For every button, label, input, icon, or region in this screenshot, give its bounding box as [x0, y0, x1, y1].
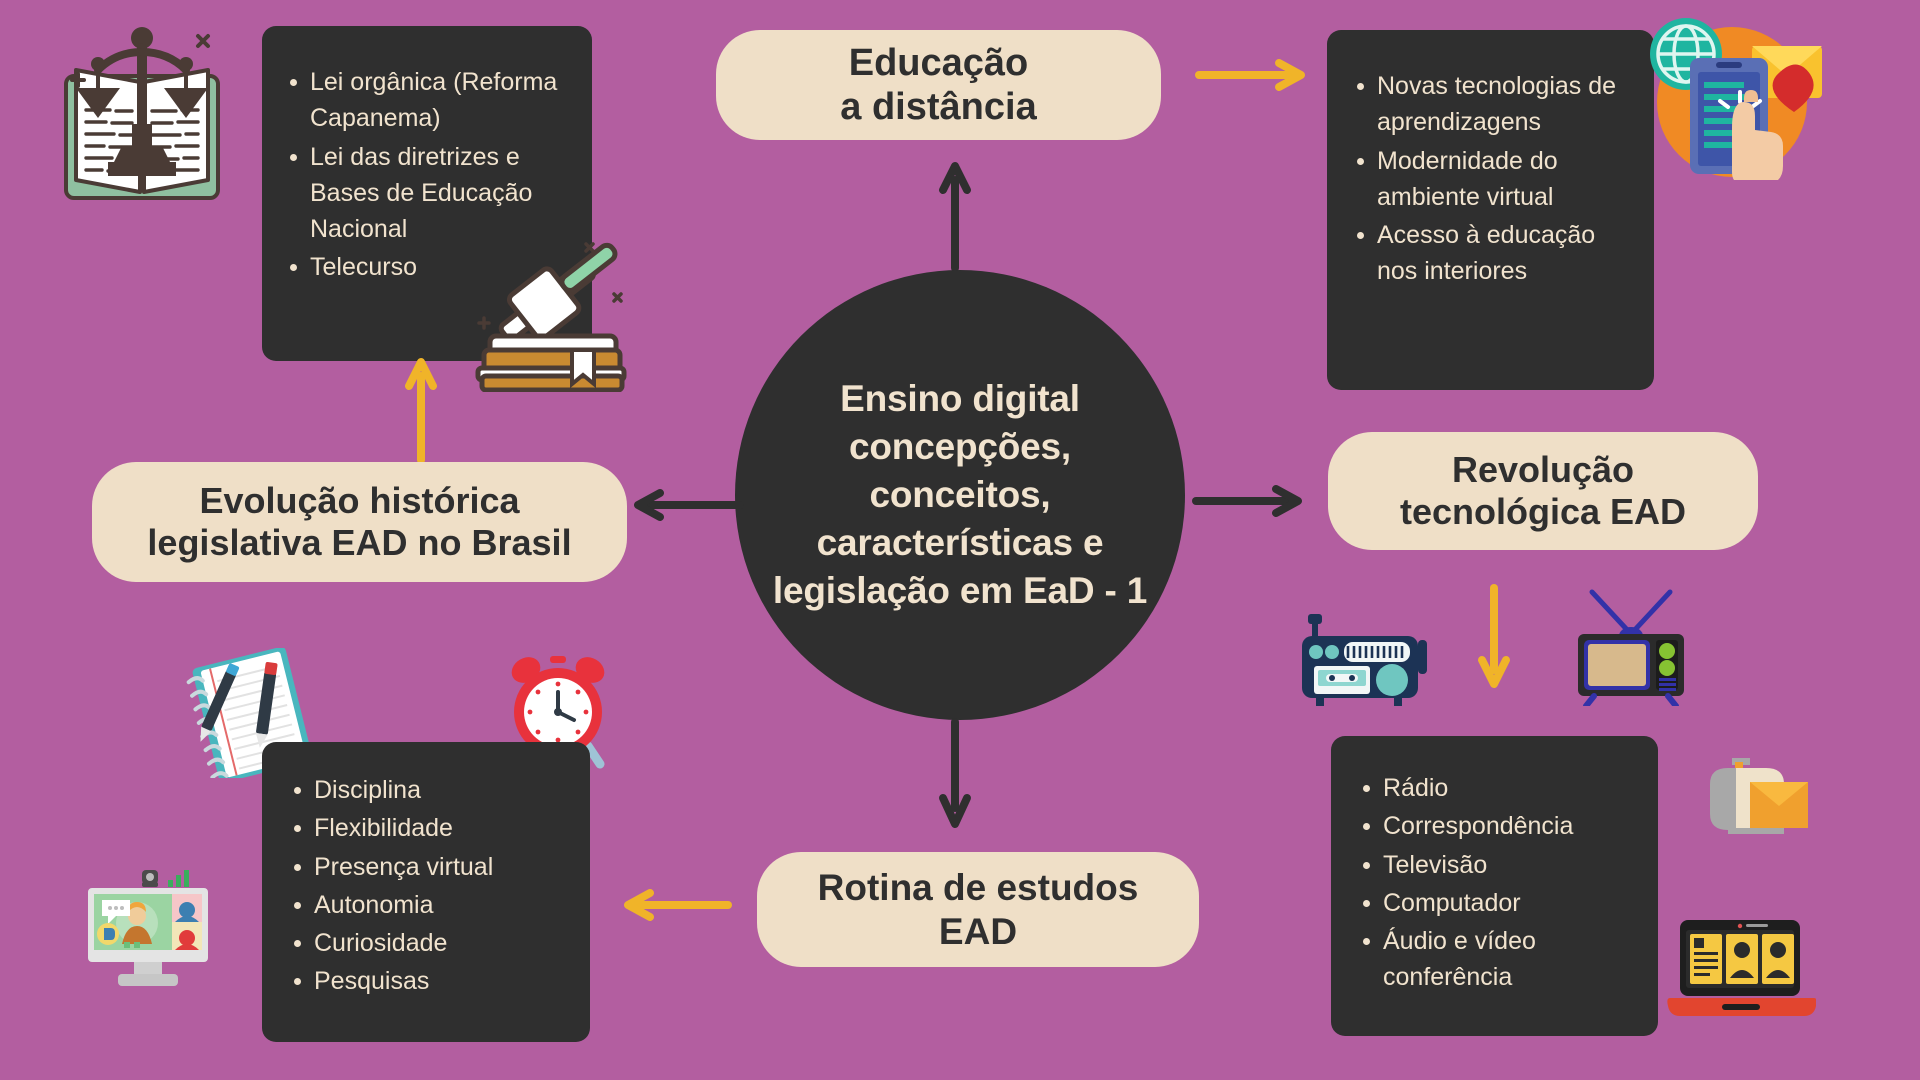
card-new-technologies-list: Novas tecnologias de aprendizagens Moder…	[1327, 30, 1654, 390]
card-legislation-list: Lei orgânica (Reforma Capanema) Lei das …	[262, 26, 592, 361]
arrow-center-to-bottom	[939, 718, 971, 830]
arrow-center-to-left	[632, 489, 744, 521]
pill-educacao-a-distancia[interactable]: Educação a distância	[716, 30, 1161, 140]
central-topic-circle: Ensino digital concepções, conceitos, ca…	[735, 270, 1185, 720]
list-item: Modernidade do ambiente virtual	[1353, 143, 1634, 216]
new-technologies-list: Novas tecnologias de aprendizagens Moder…	[1353, 68, 1634, 290]
arrow-right-pill-to-bottom-right-card	[1478, 584, 1510, 690]
list-item: Pesquisas	[290, 963, 570, 999]
list-item: Lei das diretrizes e Bases de Educação N…	[286, 139, 570, 248]
list-item: Presença virtual	[290, 849, 570, 885]
gavel-books-icon	[468, 232, 638, 393]
mailbox-envelope-icon	[1702, 756, 1812, 842]
retro-tv-icon	[1572, 588, 1690, 709]
pill-revolucao-tecnologica[interactable]: Revolução tecnológica EAD	[1328, 432, 1758, 550]
list-item: Novas tecnologias de aprendizagens	[1353, 68, 1634, 141]
arrow-center-to-right	[1192, 485, 1304, 517]
central-topic-label: Ensino digital concepções, conceitos, ca…	[772, 377, 1148, 612]
law-book-scales-icon	[52, 14, 232, 204]
list-item: Curiosidade	[290, 925, 570, 961]
list-item: Computador	[1359, 885, 1638, 921]
list-item: Flexibilidade	[290, 810, 570, 846]
pill-label: Rotina de estudos EAD	[817, 866, 1139, 952]
arrow-left-pill-to-top-left-card	[405, 356, 437, 464]
list-item: Televisão	[1359, 847, 1638, 883]
list-item: Correspondência	[1359, 808, 1638, 844]
list-item: Lei orgânica (Reforma Capanema)	[286, 64, 570, 137]
list-item: Rádio	[1359, 770, 1638, 806]
card-study-routine-list: Disciplina Flexibilidade Presença virtua…	[262, 742, 590, 1042]
pill-label: Evolução histórica legislativa EAD no Br…	[147, 479, 572, 563]
study-routine-list: Disciplina Flexibilidade Presença virtua…	[290, 772, 570, 1000]
pill-label: Revolução tecnológica EAD	[1399, 448, 1687, 532]
laptop-videocall-icon	[1666, 918, 1817, 1028]
pill-rotina-de-estudos[interactable]: Rotina de estudos EAD	[757, 852, 1199, 967]
pill-label: Educação a distância	[840, 41, 1037, 128]
list-item: Autonomia	[290, 887, 570, 923]
list-item: Telecurso	[286, 249, 570, 285]
arrow-top-to-top-right-card	[1195, 59, 1307, 91]
ead-media-list: Rádio Correspondência Televisão Computad…	[1359, 770, 1638, 996]
arrow-center-to-top	[939, 160, 971, 272]
radio-cassette-icon	[1288, 596, 1432, 708]
digital-learning-icon	[1628, 10, 1824, 184]
list-item: Disciplina	[290, 772, 570, 808]
card-ead-media-list: Rádio Correspondência Televisão Computad…	[1331, 736, 1658, 1036]
list-item: Áudio e vídeo conferência	[1359, 923, 1638, 996]
arrow-bottom-pill-to-bottom-left-card	[622, 889, 732, 921]
pill-evolucao-historica-legislativa[interactable]: Evolução histórica legislativa EAD no Br…	[92, 462, 627, 582]
list-item: Acesso à educação nos interiores	[1353, 217, 1634, 290]
legislation-list: Lei orgânica (Reforma Capanema) Lei das …	[286, 64, 570, 286]
alarm-clock-icon	[500, 654, 616, 770]
video-call-monitor-icon	[82, 868, 214, 990]
